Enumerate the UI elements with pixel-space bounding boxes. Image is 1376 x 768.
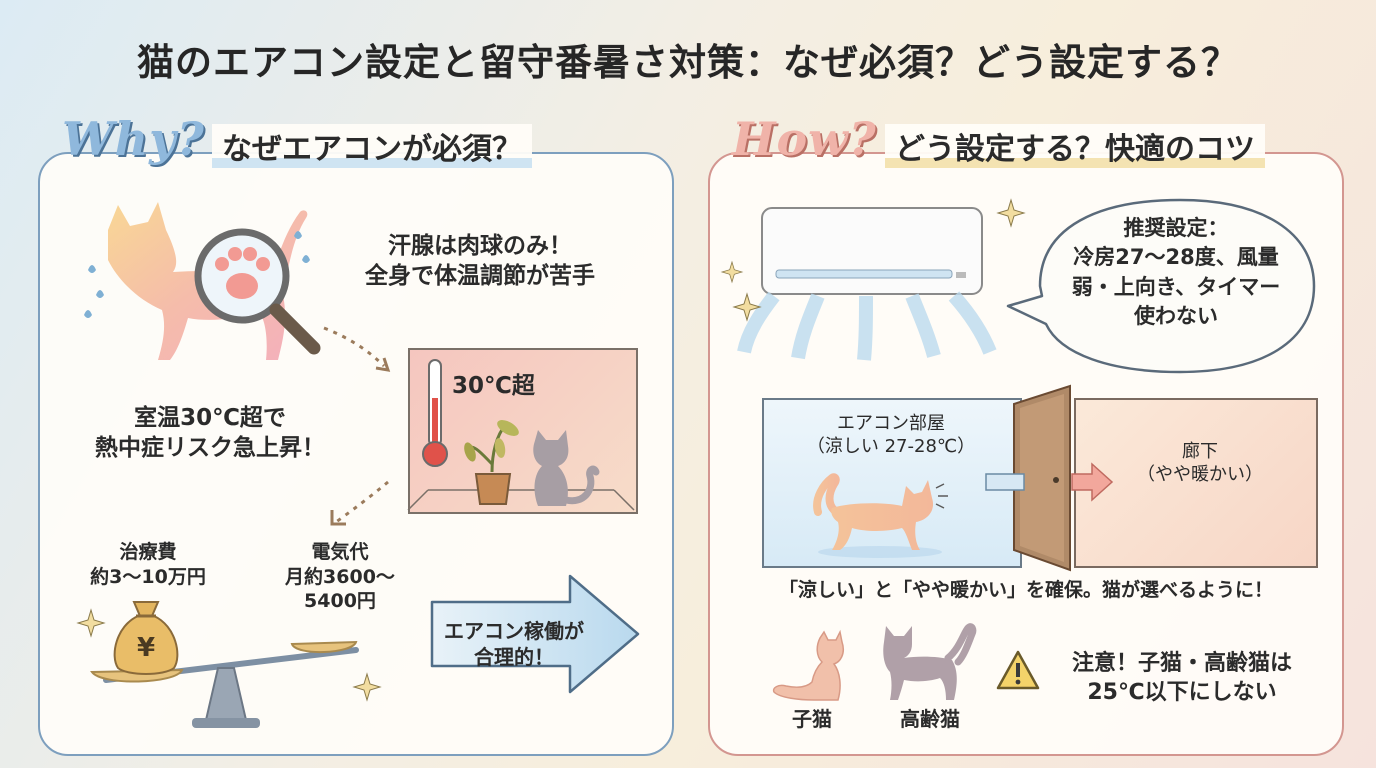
ac-room-line-1: エアコン部屋	[837, 413, 945, 434]
recommend-line-1: 推奨設定：	[1123, 216, 1229, 240]
kitten-icon	[772, 629, 845, 701]
room-floor-lines	[407, 489, 635, 511]
hallway-line-2: （やや暖かい）	[1137, 464, 1263, 486]
ac-room-box	[762, 398, 1022, 568]
hallway-box	[1074, 398, 1318, 568]
risk-line-2: 熱中症リスク急上昇！	[95, 434, 325, 461]
ac-room-label: エアコン部屋 （涼しい 27-28℃）	[776, 412, 1006, 459]
sweat-line-2: 全身で体温調節が苦手	[365, 262, 595, 289]
ac-room-line-2: （涼しい 27-28℃）	[806, 436, 976, 458]
kitten-label: 子猫	[792, 707, 832, 731]
pink-arrow-icon	[1071, 462, 1114, 502]
yen-symbol: ¥	[136, 633, 156, 663]
walking-cat-icon	[813, 473, 948, 558]
conclusion-line-1: エアコン稼働が	[444, 619, 584, 643]
treatment-line-1: 治療費	[119, 541, 177, 563]
senior-cat-label: 高齢猫	[900, 707, 960, 731]
electricity-line-3: 5400円	[304, 590, 376, 613]
risk-line-1: 室温30℃超で	[134, 405, 286, 431]
hallway-line-1: 廊下	[1182, 441, 1218, 462]
sparkle-icon-4	[732, 292, 762, 322]
electricity-line-1: 電気代	[311, 541, 369, 563]
hallway-label: 廊下 （やや暖かい）	[1100, 440, 1300, 487]
how-tag: How?	[732, 112, 877, 166]
door-icon	[1013, 384, 1071, 572]
hot-room-box	[408, 348, 638, 514]
electricity-cost-text: 電気代 月約3600〜 5400円	[270, 540, 410, 614]
sitting-cat-icon	[533, 430, 600, 506]
electricity-line-2: 月約3600〜	[285, 565, 395, 588]
conclusion-line-2: 合理的！	[474, 645, 554, 669]
why-heading: なぜエアコンが必須？	[212, 124, 532, 168]
speech-bubble-icon	[1006, 198, 1316, 374]
sweat-line-1: 汗腺は肉球のみ！	[388, 233, 572, 259]
air-conditioner-icon	[737, 207, 997, 361]
caution-line-1: 注意！子猫・高齢猫は	[1071, 651, 1292, 676]
arrow-right-icon	[430, 574, 640, 694]
page-title: 猫のエアコン設定と留守番暑さ対策：なぜ必須？どう設定する？	[137, 41, 1239, 84]
recommend-line-3: 弱・上向き、タイマー	[1071, 274, 1281, 299]
sparkle-icon-2	[352, 672, 382, 702]
room-temp-label: 30℃超	[452, 373, 535, 399]
recommend-line-2: 冷房27〜28度、風量	[1073, 245, 1279, 270]
money-bag-icon	[113, 601, 179, 675]
treatment-line-2: 約3〜10万円	[90, 565, 206, 588]
heatstroke-risk-text: 室温30℃超で 熱中症リスク急上昇！	[60, 404, 360, 464]
treatment-cost-text: 治療費 約3〜10万円	[68, 540, 228, 589]
caution-line-2: 25℃以下にしない	[1087, 679, 1277, 705]
recommended-settings-text: 推奨設定： 冷房27〜28度、風量 弱・上向き、タイマー 使わない	[1040, 214, 1312, 332]
caution-text: 注意！子猫・高齢猫は 25℃以下にしない	[1042, 650, 1322, 707]
thermometer-icon	[422, 359, 448, 467]
sparkle-icon-5	[996, 198, 1026, 228]
choice-text: 「涼しい」と「やや暖かい」を確保。猫が選べるように！	[778, 579, 1273, 601]
recommend-line-4: 使わない	[1134, 304, 1218, 329]
warning-icon	[996, 650, 1040, 690]
why-tag: Why?	[62, 112, 205, 166]
sweat-gland-text: 汗腺は肉球のみ！ 全身で体温調節が苦手	[330, 232, 630, 292]
cool-air-flow-icon	[985, 473, 1025, 491]
magnifier-paw-icon	[194, 228, 321, 355]
how-heading: どう設定する？快適のコツ	[885, 124, 1265, 168]
dotted-arrow-icon-2	[330, 480, 389, 526]
senior-cat-icon	[883, 623, 977, 700]
sparkle-icon	[76, 608, 106, 638]
conclusion-text: エアコン稼働が 合理的！	[424, 618, 604, 670]
dotted-arrow-icon	[323, 326, 391, 372]
sparkle-icon-3	[720, 260, 744, 284]
wilted-plant-icon	[464, 420, 519, 505]
